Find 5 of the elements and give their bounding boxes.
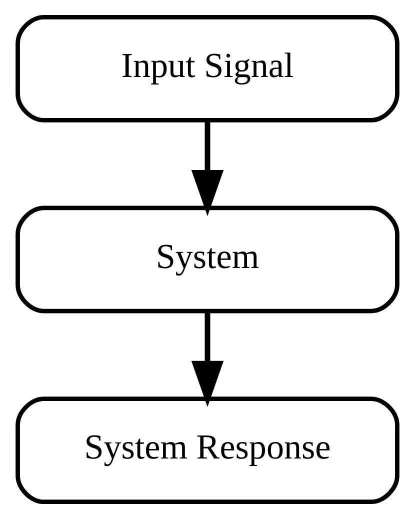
arrow xyxy=(190,312,224,407)
node-box: System xyxy=(15,206,399,314)
node-box: System Response xyxy=(15,396,399,504)
arrow xyxy=(190,120,224,216)
node-box: Input Signal xyxy=(15,14,399,122)
